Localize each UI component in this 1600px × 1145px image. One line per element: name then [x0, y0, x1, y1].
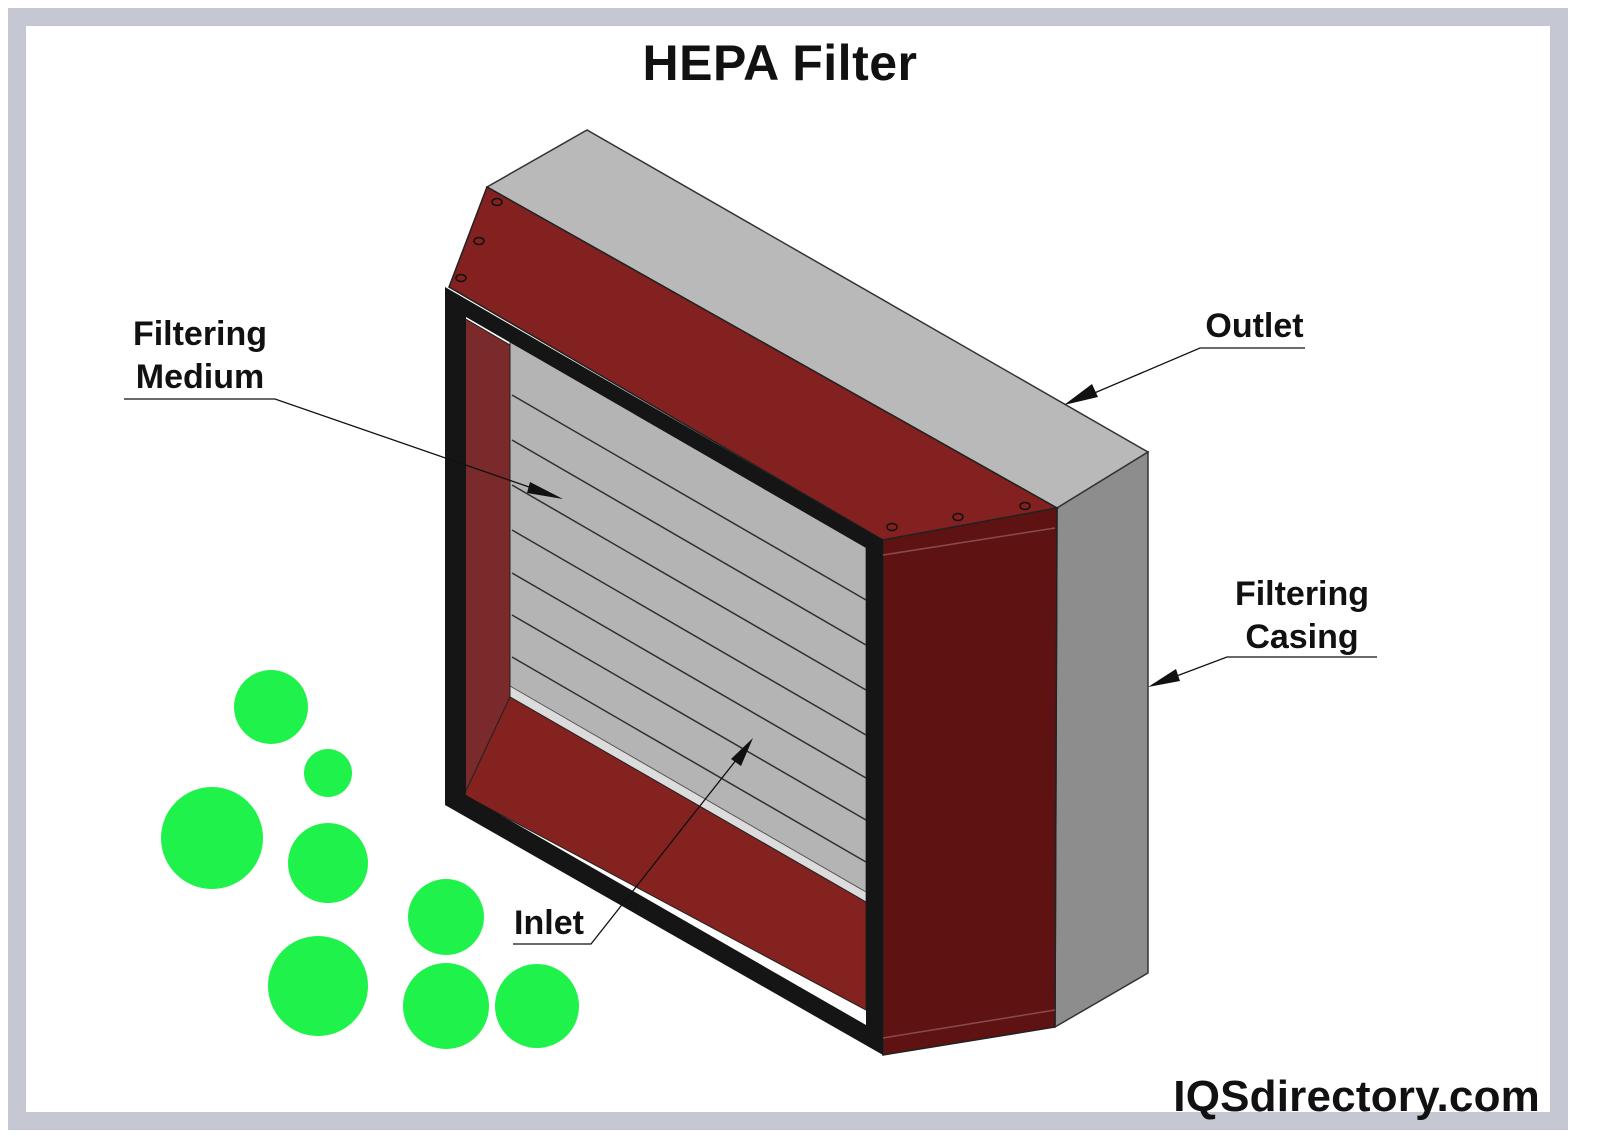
inlet-label: Inlet: [514, 904, 584, 942]
particle: [288, 823, 368, 903]
filtering-medium-label-line-1: Filtering: [132, 315, 268, 353]
filtering-casing-label-line-1: Filtering: [1234, 575, 1370, 613]
filtering-casing-label-line-2: Casing: [1245, 618, 1359, 656]
leader-lines: [124, 347, 1377, 945]
inlet-housing-side-edge-top: [882, 527, 1056, 556]
filter-pleat-lines: [511, 394, 867, 863]
filtering-casing-label: Filtering Casing: [1226, 573, 1378, 659]
diagram-title: HEPA Filter: [642, 35, 918, 91]
particle: [234, 670, 308, 744]
outlet-casing-side: [1054, 450, 1149, 1029]
filtering-medium-leader: [124, 398, 556, 497]
leader-arrowheads: [527, 384, 1180, 766]
brand-watermark: IQSdirectory.com: [1173, 1072, 1540, 1121]
filtering-medium-label-line-2: Medium: [135, 358, 265, 396]
filtering-casing-arrowhead: [1148, 669, 1180, 687]
air-particles: [161, 670, 579, 1049]
inlet-arrowhead: [731, 738, 753, 766]
particle: [304, 749, 352, 797]
outlet-arrowhead: [1064, 384, 1098, 405]
screw-holes: [455, 197, 1031, 532]
inlet-housing-side-edge-bottom: [882, 1009, 1056, 1039]
inlet-leader: [513, 744, 749, 945]
particle: [161, 787, 263, 889]
inlet-front-frame: [445, 287, 883, 1055]
particle: [268, 936, 368, 1036]
outlet-leader: [1084, 347, 1305, 398]
particle: [408, 879, 484, 955]
filtering-medium-arrowhead: [527, 482, 563, 499]
filtering-casing-leader: [1157, 656, 1377, 684]
outlet-label: Outlet: [1205, 307, 1304, 345]
particle: [495, 964, 579, 1048]
inlet-housing-side: [882, 507, 1058, 1056]
particle: [403, 963, 489, 1049]
filtering-medium-label: Filtering Medium: [124, 313, 276, 399]
